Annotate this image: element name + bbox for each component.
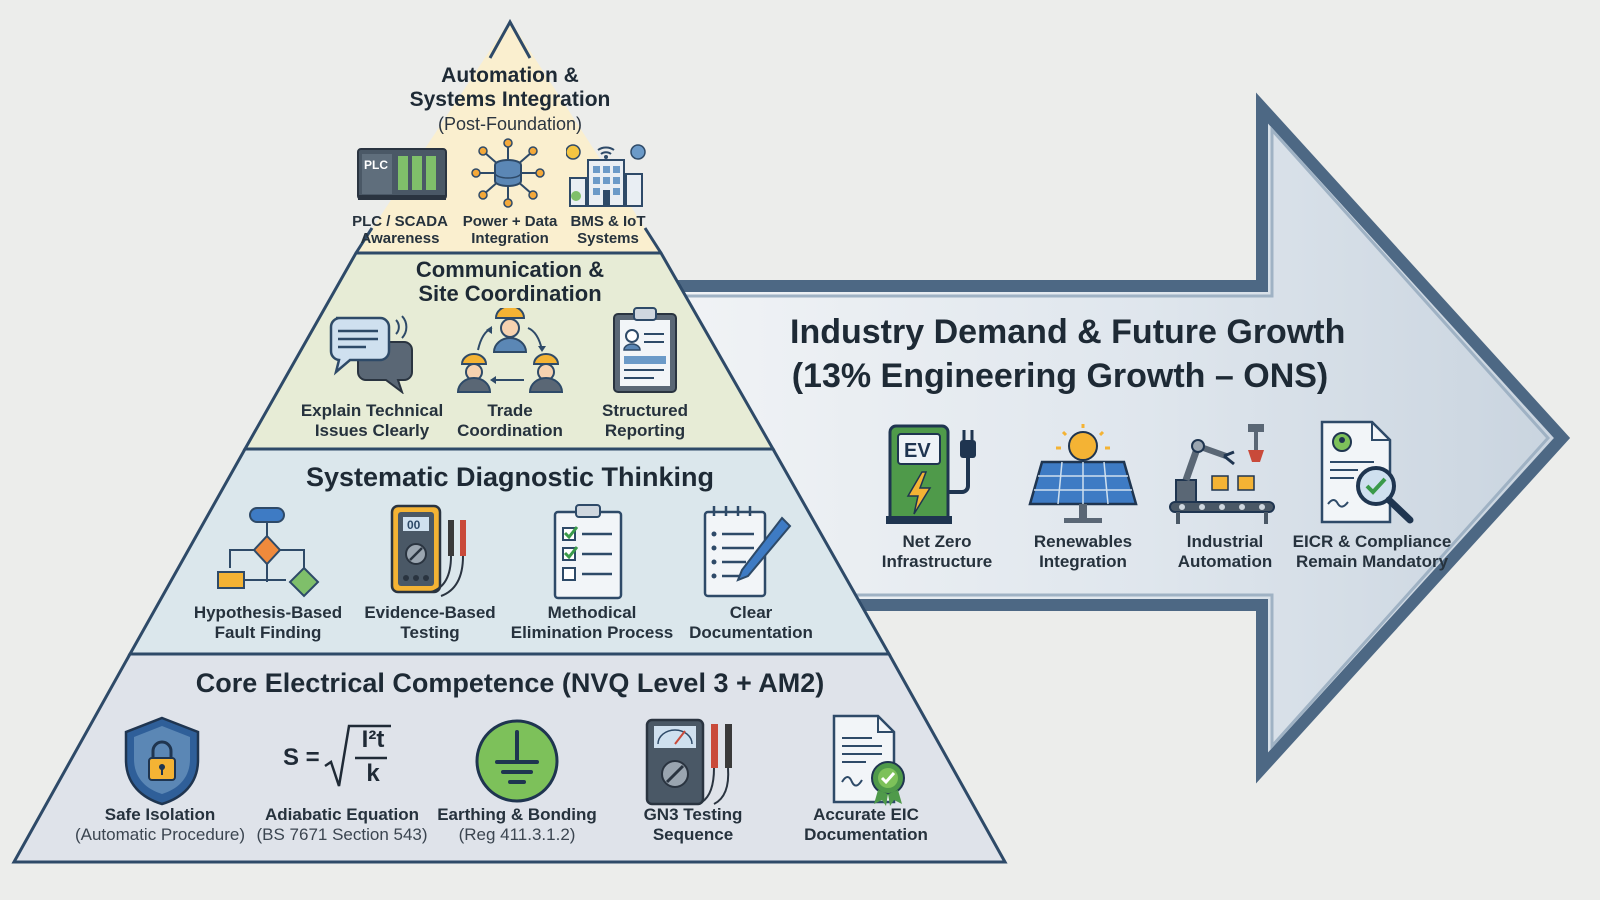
comm-item-trade-line1: Trade [487,401,533,420]
diag-item-documentation-line2: Documentation [689,623,813,642]
equation-s-label: S = [283,744,320,771]
arrow-title-line2: (13% Engineering Growth – ONS) [791,357,1329,395]
top-item-power-data-line2: Integration [471,230,549,247]
top-item-power-data-label: Power + Data Integration [450,213,570,247]
certificate-icon [832,714,905,806]
comm-item-reporting-line2: Reporting [604,421,686,440]
diag-item-evidence-label: Evidence-Based Testing [350,603,510,643]
core-tier-title: Core Electrical Competence (NVQ Level 3 … [195,668,825,698]
equation-root-sign [324,724,391,787]
diag-item-hypothesis-line1: Hypothesis-Based [193,603,343,622]
plc-icon: PLC [357,148,447,200]
arrow-item-eicr-label: EICR & Compliance Remain Mandatory [1282,532,1462,572]
speech-bubbles-icon [329,315,413,394]
top-title-line2: Systems Integration [409,88,611,111]
core-item-safe-isolation-line1: Safe Isolation [104,805,216,824]
diag-item-methodical-line1: Methodical [547,603,637,622]
top-tier-title: Automation & Systems Integration [370,64,650,112]
clipboard-report-icon [613,307,677,393]
shield-lock-icon [124,716,200,806]
top-item-bms-label: BMS & IoT Systems [548,213,668,247]
core-item-gn3-line2: Sequence [652,825,734,844]
multimeter-icon: 00 [390,504,466,597]
top-item-plc-label: PLC / SCADA Awareness [340,213,460,247]
diag-item-hypothesis-line2: Fault Finding [214,623,322,642]
comm-item-reporting-label: Structured Reporting [575,401,715,441]
core-item-adiabatic-line2: (BS 7671 Section 543) [256,825,428,844]
core-item-adiabatic-line1: Adiabatic Equation [265,805,419,824]
diag-item-evidence-line2: Testing [400,623,460,642]
core-item-earthing-line2: (Reg 411.3.1.2) [458,825,576,844]
comm-item-trade-label: Trade Coordination [440,401,580,441]
arrow-item-renewables-label: Renewables Integration [1008,532,1158,572]
communication-tier-title: Communication & Site Coordination [370,258,650,306]
top-title-line1: Automation & [441,64,579,87]
arrow-item-eicr-line2: Remain Mandatory [1295,552,1449,571]
test-meter-icon [645,718,732,806]
core-item-gn3-label: GN3 Testing Sequence [603,805,783,845]
diagnostic-tier-title: Systematic Diagnostic Thinking [305,462,715,492]
core-item-gn3-line1: GN3 Testing [643,805,743,824]
arrow-item-net-zero-label: Net Zero Infrastructure [862,532,1012,572]
plc-icon-text: PLC [364,158,388,172]
comm-item-explain-label: Explain Technical Issues Clearly [292,401,452,441]
core-item-eic-label: Accurate EIC Documentation [776,805,956,845]
core-item-safe-isolation-label: Safe Isolation (Automatic Procedure) [60,805,260,845]
arrow-item-net-zero-line2: Infrastructure [881,552,993,571]
checklist-icon [553,504,623,600]
communication-title-line2: Site Coordination [418,281,602,306]
core-item-eic-line2: Documentation [804,825,928,844]
multimeter-display-text: 00 [407,518,421,532]
arrow-item-renewables-line1: Renewables [1033,532,1133,551]
arrow-item-industrial-line2: Automation [1177,552,1273,571]
core-item-earthing-line1: Earthing & Bonding [437,805,597,824]
earth-symbol-icon [475,719,559,803]
arrow-item-eicr-line1: EICR & Compliance [1292,532,1452,551]
equation-denominator: k [366,760,380,787]
top-item-bms-line1: BMS & IoT [570,213,646,230]
network-database-icon [471,138,545,208]
diag-item-methodical-line2: Elimination Process [510,623,674,642]
diag-item-evidence-line1: Evidence-Based [364,603,496,622]
arrow-item-industrial-label: Industrial Automation [1150,532,1300,572]
arrow-title-line1: Industry Demand & Future Growth [790,313,1346,351]
ev-charger-icon-text: EV [904,440,931,462]
document-inspection-icon [1320,420,1414,524]
arrow-item-renewables-line2: Integration [1039,552,1127,571]
comm-item-trade-line2: Coordination [457,421,563,440]
equation-icon: S = I²t k [283,722,393,792]
comm-item-reporting-line1: Structured [602,401,688,420]
notepad-pencil-icon [703,506,792,598]
ev-charger-icon: EV [886,424,976,524]
core-item-adiabatic-label: Adiabatic Equation (BS 7671 Section 543) [242,805,442,845]
core-item-eic-line1: Accurate EIC [813,805,919,824]
arrow-item-industrial-line1: Industrial [1186,532,1264,551]
diag-item-hypothesis-label: Hypothesis-Based Fault Finding [183,603,353,643]
arrow-title: Industry Demand & Future Growth (13% Eng… [790,310,1346,398]
core-item-safe-isolation-line2: (Automatic Procedure) [74,825,246,844]
top-item-plc-line2: Awareness [360,230,440,247]
diag-item-documentation-line1: Clear [729,603,773,622]
core-item-earthing-label: Earthing & Bonding (Reg 411.3.1.2) [417,805,617,845]
solar-panel-icon [1028,424,1138,523]
smart-building-icon [566,144,646,207]
top-item-power-data-line1: Power + Data [462,213,558,230]
diag-item-documentation-label: Clear Documentation [676,603,826,643]
arrow-item-net-zero-line1: Net Zero [902,532,972,551]
equation-numerator: I²t [361,726,385,753]
diag-item-methodical-label: Methodical Elimination Process [502,603,682,643]
comm-item-explain-line2: Issues Clearly [314,421,430,440]
top-item-plc-line1: PLC / SCADA [352,213,448,230]
flowchart-icon [217,507,320,598]
comm-item-explain-line1: Explain Technical [300,401,444,420]
top-tier-subtitle: (Post-Foundation) [437,114,583,134]
robot-arm-icon [1169,424,1275,524]
top-item-bms-line2: Systems [577,230,639,247]
communication-title-line1: Communication & [415,257,605,282]
workers-coordination-icon [456,308,564,393]
